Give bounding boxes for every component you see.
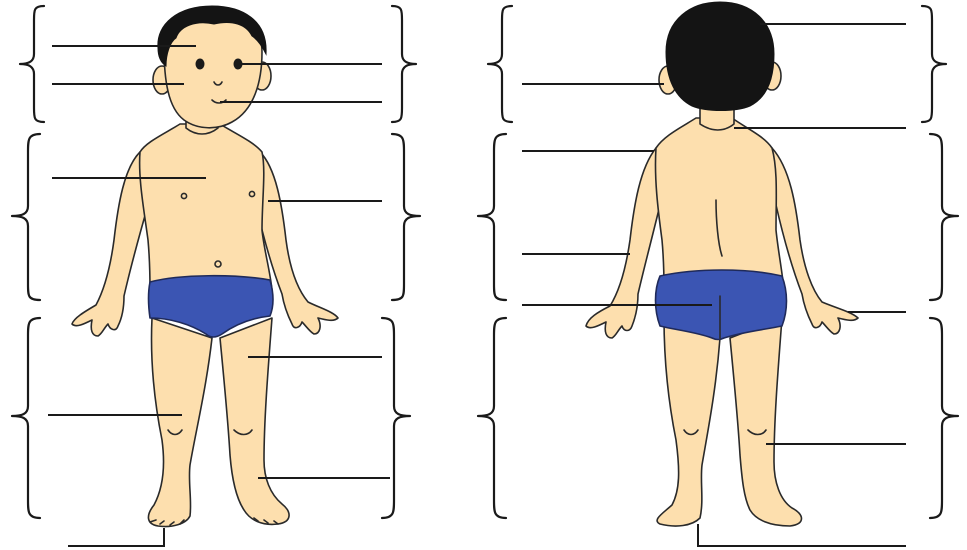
back-right-leg: [657, 318, 720, 526]
back-left-leg: [730, 318, 802, 526]
brace-back-legs-left: [478, 318, 506, 518]
brace-back-head-left: [488, 6, 512, 122]
brace-back-torso-left: [478, 134, 506, 300]
front-left-leg: [220, 318, 289, 524]
back-right-arm: [586, 148, 663, 338]
leader-front-toes: [68, 528, 164, 546]
front-torso: [140, 124, 272, 290]
brace-back-legs-right: [930, 318, 958, 518]
brace-front-head-right: [392, 6, 416, 122]
front-right-leg: [148, 318, 212, 527]
brace-back-head-right: [922, 6, 946, 122]
brace-front-torso-right: [392, 134, 420, 300]
leader-back-heel: [698, 524, 906, 546]
back-head-hair: [666, 2, 774, 111]
front-right-arm: [72, 152, 151, 336]
back-torso: [655, 118, 784, 290]
brace-back-torso-right: [930, 134, 958, 300]
front-right-eye: [196, 59, 205, 70]
brace-front-torso-left: [12, 134, 40, 300]
brace-front-head-left: [20, 6, 44, 122]
brace-front-legs-left: [12, 318, 40, 518]
back-figure: [586, 2, 858, 526]
brace-front-legs-right: [382, 318, 410, 518]
